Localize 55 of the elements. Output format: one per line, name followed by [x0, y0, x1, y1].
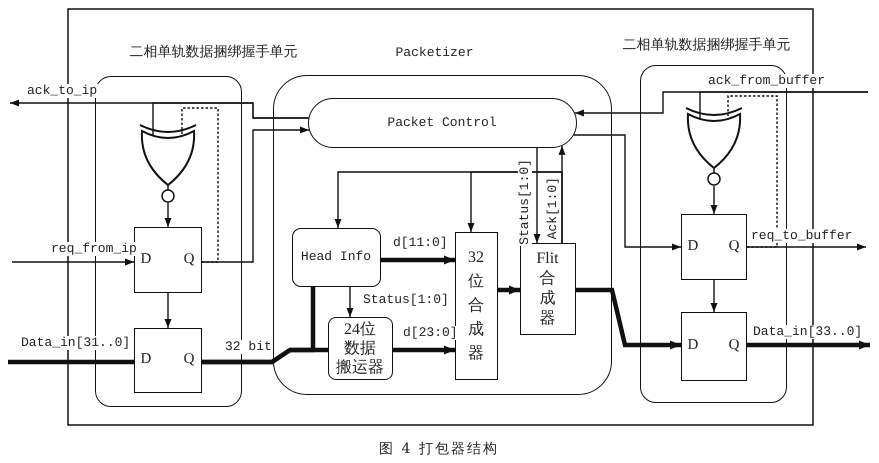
signal-arrow — [747, 244, 866, 250]
flip-flop-block — [680, 214, 746, 280]
dashed-wire — [727, 95, 778, 248]
signal-label: req_from_ip — [50, 242, 138, 256]
bus-line — [576, 288, 681, 350]
pin-label: D — [140, 351, 152, 368]
signal-label: d[23:0] — [402, 326, 459, 340]
block-label: 32位合成器 — [467, 248, 485, 364]
pin-label: Q — [184, 351, 194, 368]
signal-arrow — [710, 186, 718, 214]
flip-flop-block — [680, 312, 746, 380]
xnor-gate-symbol — [684, 106, 744, 186]
process-block — [292, 228, 380, 286]
xnor-gate-symbol — [138, 122, 198, 202]
process-block — [328, 316, 392, 380]
signal-arrow — [710, 280, 718, 312]
signal-arrow — [468, 171, 563, 243]
pin-label: Q — [184, 250, 194, 268]
process-block — [520, 242, 576, 334]
process-block — [454, 232, 498, 380]
module-title: 二相单轨数据捆绑握手单元 — [130, 44, 298, 60]
signal-arrow — [574, 134, 681, 250]
bus-line — [393, 346, 455, 354]
block-label: Flit合成器 — [535, 248, 560, 328]
signal-label: ack_from_buffer — [707, 74, 826, 88]
pin-label: Q — [728, 337, 740, 354]
block-label: 24位数据搬运器 — [335, 320, 385, 376]
flip-flop-block — [134, 328, 202, 392]
signal-arrow — [12, 258, 134, 266]
pin-label: D — [140, 250, 152, 268]
signal-label: ack_to_ip — [26, 84, 98, 98]
signal-label: 32 bit — [224, 340, 273, 354]
pin-label: D — [688, 238, 698, 254]
process-block — [308, 98, 576, 148]
bus-line — [498, 286, 520, 294]
bus-line — [381, 256, 455, 264]
block-label: Head Info — [300, 249, 372, 265]
signal-arrow — [164, 293, 172, 328]
pin-label: D — [688, 337, 698, 354]
module-title: 二相单轨数据捆绑握手单元 — [622, 36, 790, 54]
signal-arrow — [202, 126, 309, 263]
signal-arrow — [164, 203, 172, 227]
bus-line — [8, 360, 134, 364]
signal-arrow — [534, 148, 540, 243]
pin-label: Q — [728, 238, 740, 254]
block-label: Packet Control — [387, 114, 497, 130]
dashed-wire — [181, 107, 219, 263]
signal-arrow — [346, 287, 354, 317]
figure-caption: 图 4 打包器结构 — [379, 440, 499, 458]
bus-line — [747, 340, 870, 350]
signal-label: req_to_buffer — [750, 229, 854, 243]
signal-wire — [152, 102, 308, 135]
bus-line — [202, 287, 316, 364]
module-title: Packetizer — [396, 44, 474, 60]
signal-wire — [699, 91, 868, 118]
